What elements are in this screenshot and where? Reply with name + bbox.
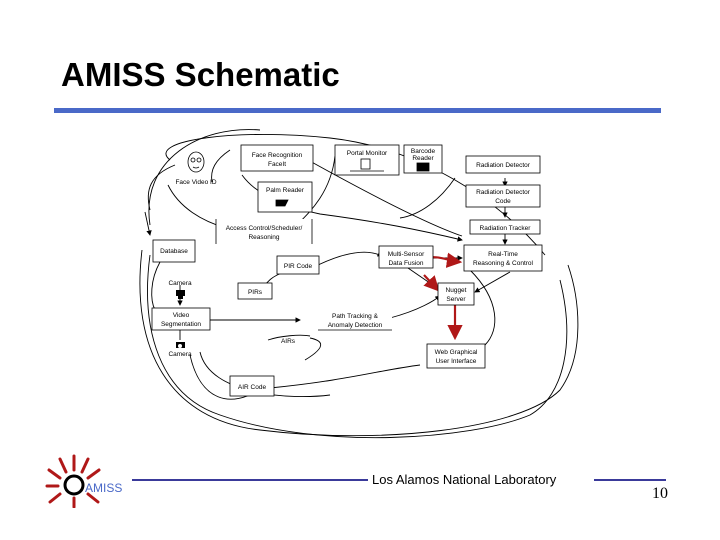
node-web-gui: Web Graphical User Interface bbox=[426, 343, 486, 369]
svg-text:Multi-Sensor: Multi-Sensor bbox=[388, 251, 425, 258]
node-path-tracking: Path Tracking & Anomaly Detection bbox=[318, 310, 392, 331]
node-database: Database bbox=[152, 239, 196, 263]
svg-text:PIR Code: PIR Code bbox=[284, 263, 313, 270]
page-number: 10 bbox=[652, 485, 668, 502]
node-face-recognition: Face Recognition FaceIt bbox=[240, 144, 314, 172]
face-icon bbox=[187, 151, 205, 173]
node-nugget-server: Nugget Server bbox=[437, 282, 475, 306]
svg-text:Web Graphical: Web Graphical bbox=[435, 349, 478, 356]
footer-organization: Los Alamos National Laboratory bbox=[372, 472, 557, 487]
svg-text:Nugget: Nugget bbox=[446, 287, 467, 294]
node-real-time: Real-Time Reasoning & Control bbox=[463, 244, 543, 272]
svg-text:AIR Code: AIR Code bbox=[238, 384, 267, 391]
footer-rule-right bbox=[594, 479, 666, 481]
svg-text:Barcode: Barcode bbox=[411, 148, 436, 155]
connection-lines bbox=[139, 129, 579, 439]
svg-text:User Interface: User Interface bbox=[436, 358, 477, 365]
svg-text:Reasoning: Reasoning bbox=[248, 234, 279, 241]
svg-text:Data Fusion: Data Fusion bbox=[388, 260, 423, 267]
amiss-logo: AMISS bbox=[44, 452, 134, 513]
svg-text:Segmentation: Segmentation bbox=[161, 321, 201, 328]
footer-rule-left bbox=[132, 479, 368, 481]
svg-text:Palm Reader: Palm Reader bbox=[266, 187, 305, 194]
title-underline bbox=[54, 108, 661, 113]
node-radiation-detector-code: Radiation Detector Code bbox=[465, 184, 541, 208]
svg-text:Path Tracking &: Path Tracking & bbox=[332, 313, 379, 320]
node-air-code: AIR Code bbox=[229, 375, 275, 397]
label-face-video-id: Face Video ID bbox=[175, 179, 216, 186]
node-pir-code: PIR Code bbox=[276, 255, 320, 275]
svg-text:FaceIt: FaceIt bbox=[268, 161, 286, 168]
node-portal-monitor: Portal Monitor bbox=[334, 144, 400, 176]
svg-text:Radiation Detector: Radiation Detector bbox=[476, 162, 531, 169]
svg-text:Database: Database bbox=[160, 248, 188, 255]
node-access-control: Access Control/Scheduler/ Reasoning bbox=[215, 219, 313, 244]
svg-text:PIRs: PIRs bbox=[248, 289, 263, 296]
svg-text:Anomaly Detection: Anomaly Detection bbox=[328, 322, 383, 329]
svg-text:Reasoning & Control: Reasoning & Control bbox=[473, 260, 534, 267]
label-camera-bottom: Camera bbox=[168, 351, 192, 358]
slide-title: AMISS Schematic bbox=[61, 56, 340, 93]
svg-text:Access Control/Scheduler/: Access Control/Scheduler/ bbox=[226, 225, 303, 232]
node-barcode-reader: Barcode Reader bbox=[403, 144, 443, 174]
svg-text:Radiation Detector: Radiation Detector bbox=[476, 189, 531, 196]
svg-text:Video: Video bbox=[173, 312, 190, 319]
svg-text:Real-Time: Real-Time bbox=[488, 251, 518, 258]
camera-icon bbox=[176, 342, 185, 348]
node-palm-reader: Palm Reader bbox=[257, 181, 313, 213]
svg-text:Radiation Tracker: Radiation Tracker bbox=[480, 225, 532, 232]
node-radiation-tracker: Radiation Tracker bbox=[469, 219, 541, 235]
node-multi-sensor: Multi-Sensor Data Fusion bbox=[378, 245, 434, 269]
svg-text:AMISS: AMISS bbox=[85, 481, 122, 495]
svg-text:Face Recognition: Face Recognition bbox=[252, 152, 303, 159]
label-airs: AIRs bbox=[281, 338, 296, 345]
label-camera-top: Camera bbox=[168, 280, 192, 287]
svg-text:Reader: Reader bbox=[412, 155, 434, 162]
camera-icon bbox=[176, 290, 185, 299]
svg-text:Server: Server bbox=[446, 296, 466, 303]
node-radiation-detector: Radiation Detector bbox=[465, 155, 541, 174]
node-video-segmentation: Video Segmentation bbox=[151, 307, 211, 331]
svg-text:Code: Code bbox=[495, 198, 511, 205]
node-pirs: PIRs bbox=[237, 282, 273, 300]
svg-text:Portal Monitor: Portal Monitor bbox=[347, 150, 388, 157]
